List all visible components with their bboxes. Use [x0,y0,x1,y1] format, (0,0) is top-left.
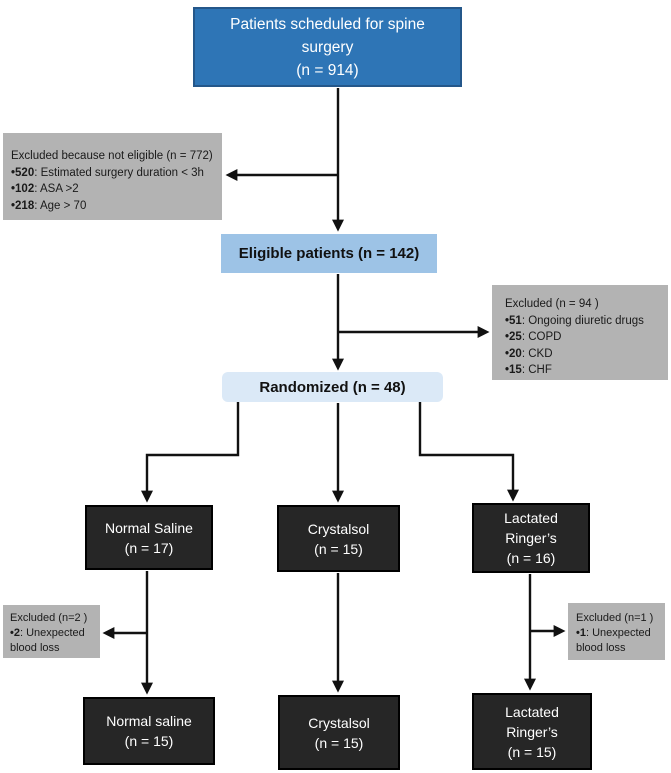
excluded-item-count: •520 [11,166,35,179]
excluded-item-count: •102 [11,183,35,195]
final-count: (n = 15) [124,733,174,749]
arrow-randomized-to-normal-saline [141,402,240,503]
excluded-lactated-ringers-box: Excluded (n=1 ) •1: Unexpected blood los… [568,603,665,660]
final-label: Crystalsol [308,714,370,731]
excluded-item-count: •25 [505,331,522,343]
eligible-label: Eligible patients (n = 142) [238,245,420,262]
excluded-item-reason: : CKD [521,347,553,360]
excluded-item: •1: Unexpected blood loss [576,626,661,656]
excluded-item-reason: : Estimated surgery duration < 3h [34,166,204,179]
excluded-title: Excluded (n = 94 ) [505,298,599,310]
arm-label: Lactated [504,510,558,526]
arm-normal-saline-box: Normal Saline (n = 17) [85,505,213,570]
excluded-item-reason: : Unexpected blood loss [576,627,651,654]
excluded-title: Excluded (n=2 ) [10,612,88,624]
final-lactated-ringers-box: Lactated Ringer’s (n = 15) [472,693,592,770]
final-label: Ringer’s [506,723,558,740]
excluded-item-reason: : Age > 70 [34,199,87,212]
arm-count: (n = 17) [124,539,174,556]
excluded-item-count: •20 [505,347,522,360]
enrollment-line: Patients scheduled for spine [230,15,425,33]
excluded-item-reason: : ASA >2 [34,183,79,195]
excluded-item: •520: Estimated surgery duration < 3h [11,165,218,182]
excluded-item: •51: Ongoing diuretic drugs [505,313,664,330]
excluded-item-count: •51 [505,314,522,327]
arm-label: Ringer’s [505,530,557,546]
excluded-item: •102: ASA >2 [11,181,218,198]
excluded-item: •20: CKD [505,346,664,363]
final-label: Normal saline [106,713,192,729]
randomized-label: Randomized (n = 48) [259,378,406,396]
arm-lactated-ringers-box: Lactated Ringer’s (n = 16) [472,503,590,573]
enrollment-box: Patients scheduled for spine surgery (n … [193,7,462,87]
excluded-before-randomization-box: Excluded (n = 94 ) •51: Ongoing diuretic… [492,285,668,380]
arm-label: Normal Saline [105,519,193,536]
excluded-item-reason: : Ongoing diuretic drugs [521,314,644,327]
excluded-not-eligible-box: Excluded because not eligible (n = 772) … [3,133,222,220]
final-count: (n = 15) [507,743,557,760]
excluded-item-reason: : Unexpected blood loss [10,627,85,654]
arm-count: (n = 15) [314,540,363,557]
excluded-title: Excluded (n=1 ) [576,612,654,624]
eligible-box: Eligible patients (n = 142) [221,234,437,273]
excluded-item-reason: : COPD [521,331,562,343]
arrow-randomized-to-lactated [418,402,519,502]
arm-label: Crystalsol [307,520,370,537]
excluded-item-count: •218 [11,199,35,212]
excluded-normal-saline-box: Excluded (n=2 ) •2: Unexpected blood los… [3,605,100,658]
excluded-item: •2: Unexpected blood loss [10,626,96,656]
excluded-item: •218: Age > 70 [11,198,218,215]
excluded-item: •15: CHF [505,362,664,379]
excluded-item-count: •2 [10,627,20,639]
final-crystalsol-box: Crystalsol (n = 15) [278,695,400,770]
final-normal-saline-box: Normal saline (n = 15) [83,697,215,765]
arm-crystalsol-box: Crystalsol (n = 15) [277,505,400,572]
final-count: (n = 15) [314,734,364,751]
excluded-item-reason: : CHF [521,364,552,376]
enrollment-count: (n = 914) [296,61,359,79]
excluded-title: Excluded because not eligible (n = 772) [11,150,213,162]
randomized-box: Randomized (n = 48) [222,372,443,402]
excluded-item-count: •1 [576,627,586,639]
excluded-item-count: •15 [505,364,522,376]
enrollment-line: surgery [301,38,354,56]
final-label: Lactated [505,703,559,720]
excluded-item: •25: COPD [505,329,664,346]
arm-count: (n = 16) [506,550,556,566]
